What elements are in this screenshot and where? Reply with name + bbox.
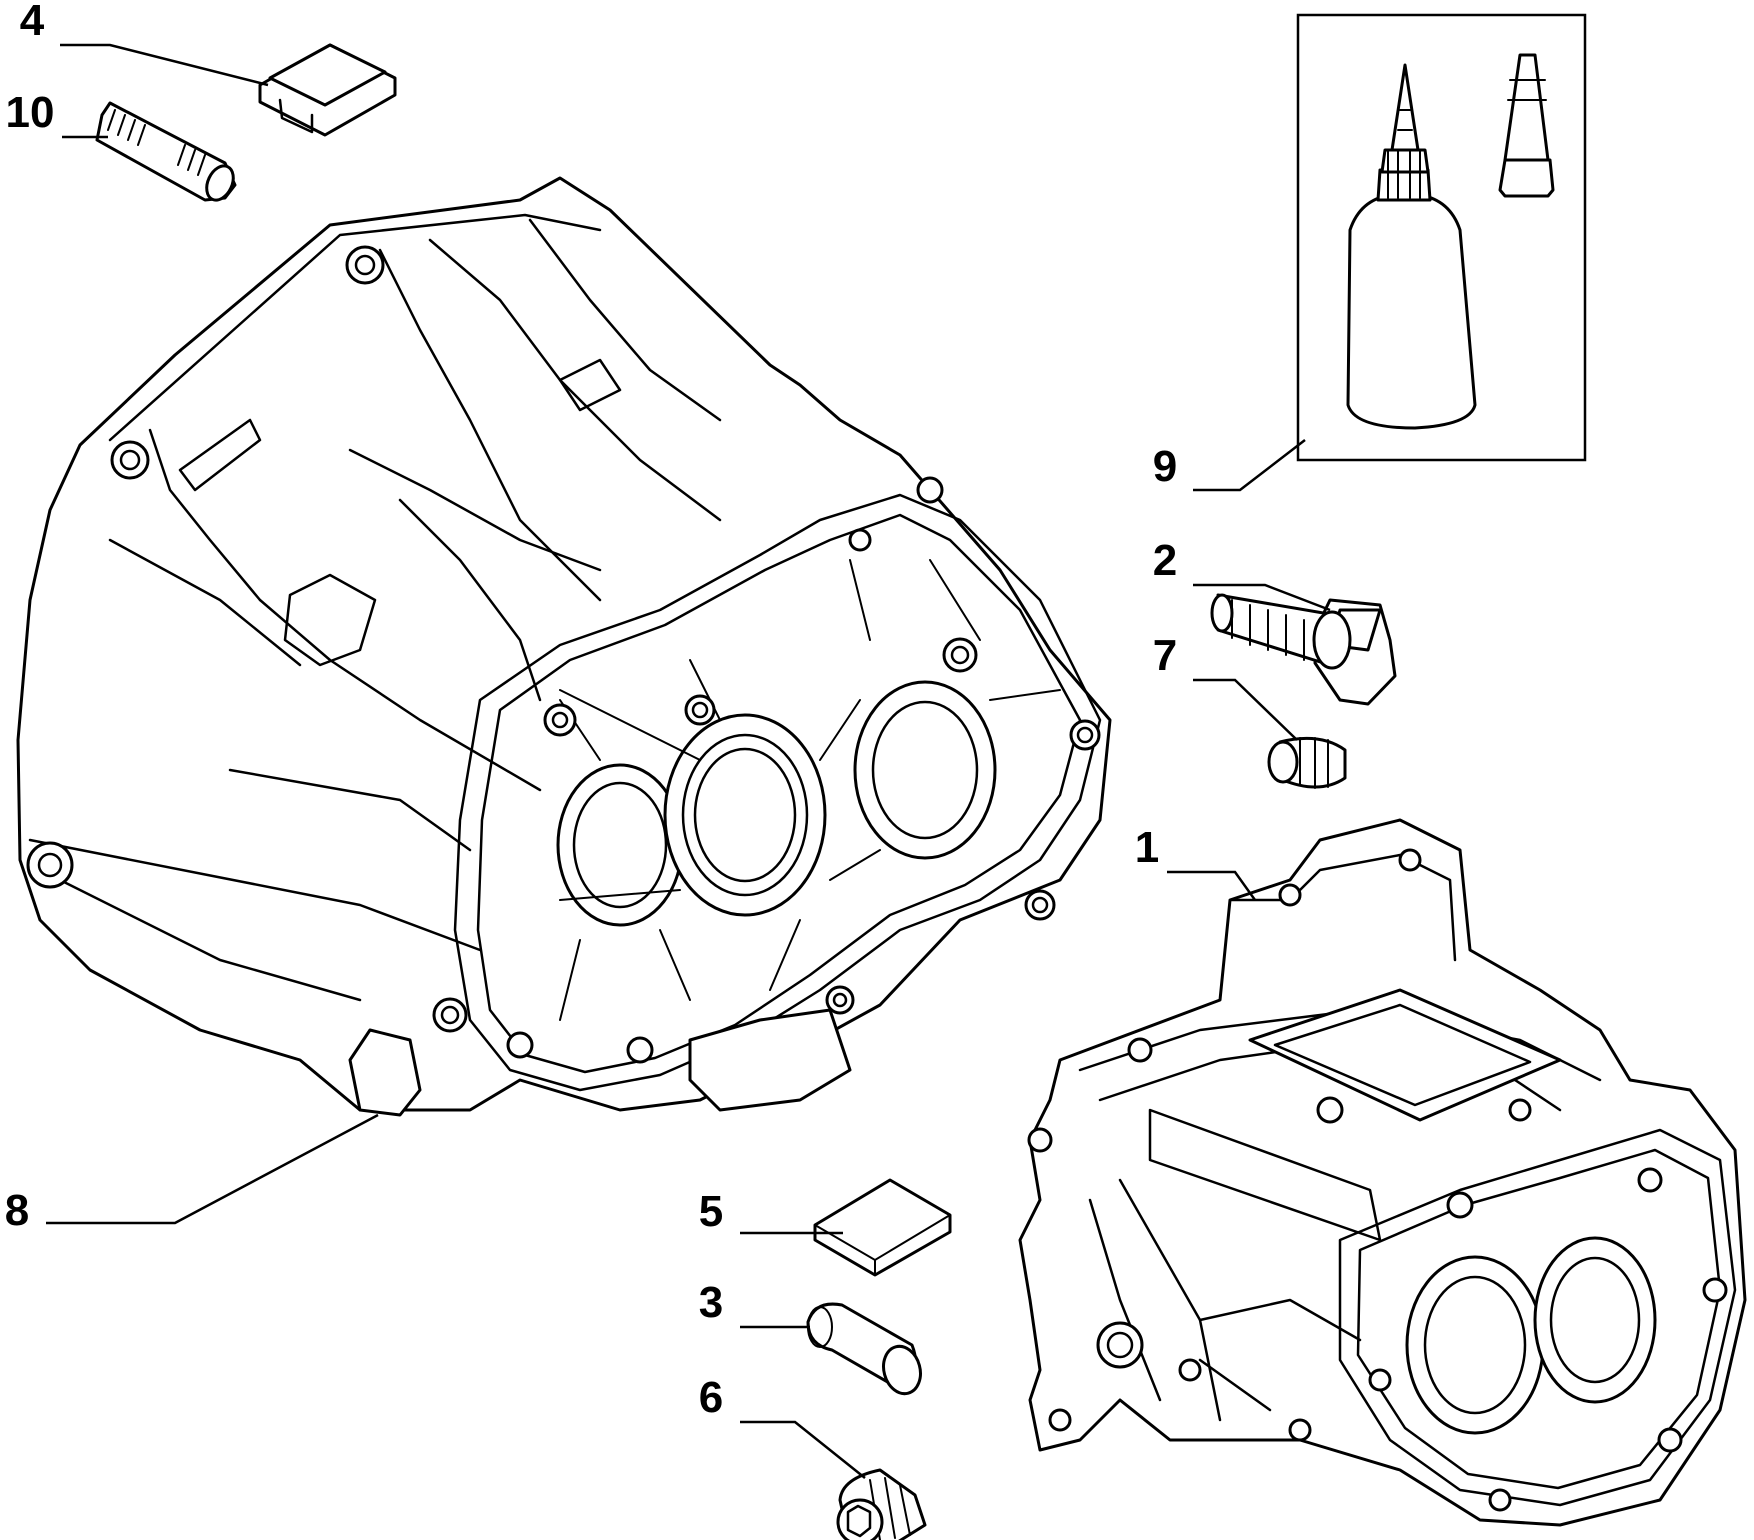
leader-4 [60,43,269,87]
threaded-plug[interactable] [1267,736,1347,789]
leader-lines [46,43,1331,1479]
clutch-bell-housing[interactable] [16,176,1112,1117]
square-cap-plug[interactable] [258,43,397,137]
threaded-drain-plug[interactable] [836,1468,927,1540]
callout-2: 2 [1153,536,1177,585]
leader-7 [1193,678,1298,741]
callout-9: 9 [1153,442,1177,491]
leader-1 [1167,870,1257,901]
callout-4: 4 [20,0,45,45]
gearbox-rear-casing[interactable] [1018,818,1747,1527]
sealant-bottle [1346,63,1477,430]
leader-6 [740,1420,866,1479]
kit-frame [1296,13,1587,462]
callout-1: 1 [1135,823,1159,872]
leader-2 [1193,583,1331,612]
sealant-bottle-kit[interactable] [1296,13,1587,462]
callout-3: 3 [699,1278,723,1327]
callout-8: 8 [5,1186,29,1235]
nozzle-cap [1498,53,1555,198]
callout-5: 5 [699,1187,723,1236]
callout-10: 10 [6,88,55,137]
leader-9 [1193,439,1306,492]
threaded-stud[interactable] [95,101,238,204]
dowel-sleeve[interactable] [806,1302,926,1398]
leader-8 [46,1113,379,1225]
callout-labels: 4 10 9 2 7 1 8 5 3 6 [5,0,1177,1422]
flat-gasket-plate[interactable] [813,1178,952,1277]
callout-6: 6 [699,1373,723,1422]
hex-bolt[interactable] [1210,593,1397,706]
callout-7: 7 [1153,631,1177,680]
